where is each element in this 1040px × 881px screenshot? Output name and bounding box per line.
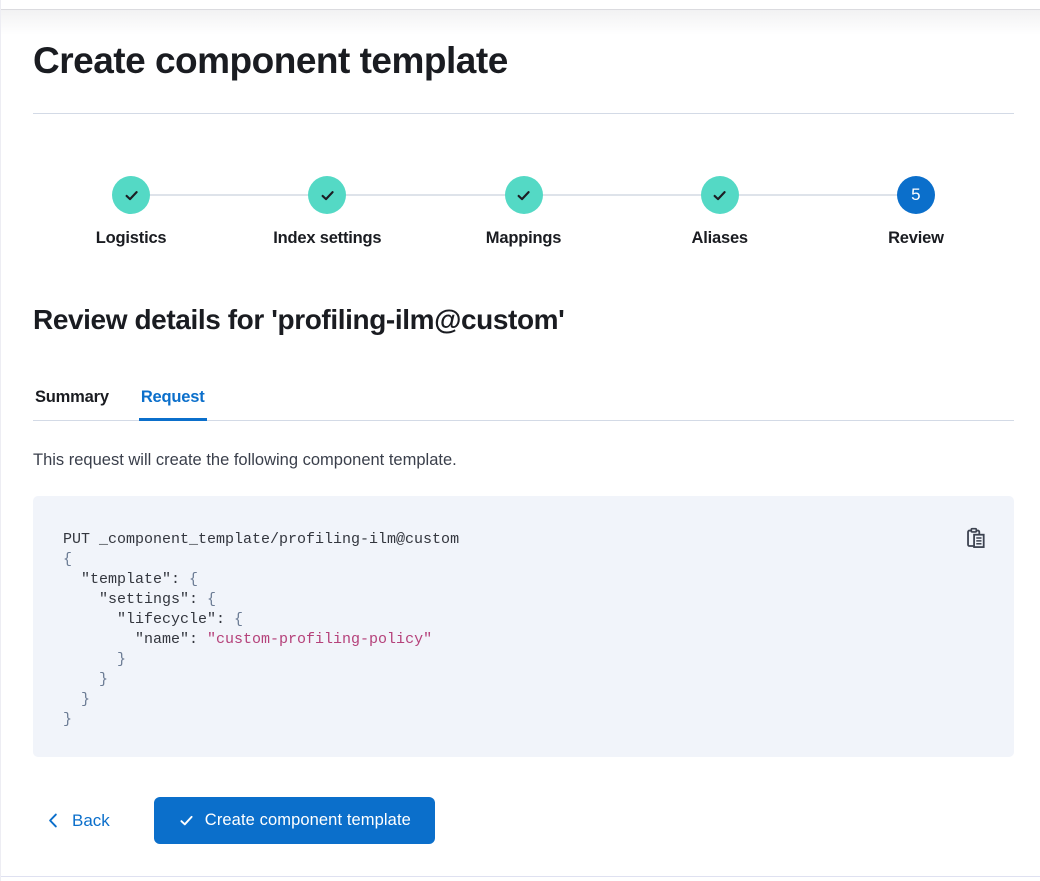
request-code: PUT _component_template/profiling-ilm@cu… <box>63 530 984 730</box>
chevron-left-icon <box>45 812 62 829</box>
panel-top-border <box>1 9 1040 10</box>
check-icon <box>178 812 195 829</box>
panel-top-shadow <box>1 10 1040 35</box>
step-index-settings[interactable]: Index settings <box>229 176 425 248</box>
step-label: Logistics <box>95 229 167 247</box>
step-complete-check-icon <box>504 176 543 214</box>
step-label: Aliases <box>691 229 749 247</box>
copy-clipboard-icon[interactable] <box>962 524 990 552</box>
code-line: { <box>63 551 73 568</box>
step-current-number: 5 <box>896 176 935 214</box>
panel-top-spacer <box>1 0 1040 9</box>
code-line: PUT _component_template/profiling-ilm@cu… <box>63 531 460 548</box>
tab-summary[interactable]: Summary <box>33 382 111 420</box>
step-label: Index settings <box>273 229 382 247</box>
tab-request[interactable]: Request <box>138 382 207 421</box>
title-divider <box>33 113 1014 114</box>
code-line: "template": { <box>63 571 199 588</box>
code-line: } <box>63 671 109 688</box>
step-label: Mappings <box>485 229 562 247</box>
back-button[interactable]: Back <box>33 801 122 841</box>
request-description: This request will create the following c… <box>33 451 457 469</box>
code-line: } <box>63 651 127 668</box>
footer-actions: Back Create component template <box>33 797 1014 844</box>
step-complete-check-icon <box>112 176 151 214</box>
code-line: "lifecycle": { <box>63 611 244 628</box>
next-panel-top-border <box>1 876 1040 877</box>
step-logistics[interactable]: Logistics <box>33 176 229 248</box>
step-complete-check-icon <box>700 176 739 214</box>
create-component-template-button-label: Create component template <box>204 811 411 829</box>
create-component-template-page: Create component template Logistics Index… <box>1 39 1040 844</box>
code-line: } <box>63 691 91 708</box>
page-title: Create component template <box>33 40 508 81</box>
code-line: } <box>63 711 73 728</box>
code-line: "name": "custom-profiling-policy" <box>63 631 433 648</box>
create-component-template-button[interactable]: Create component template <box>153 797 435 844</box>
step-complete-check-icon <box>308 176 347 214</box>
code-line: "settings": { <box>63 591 217 608</box>
step-aliases[interactable]: Aliases <box>622 176 818 248</box>
back-button-label: Back <box>72 810 110 830</box>
step-label: Review <box>888 229 944 247</box>
review-heading: Review details for 'profiling-ilm@custom… <box>33 304 565 335</box>
step-mappings[interactable]: Mappings <box>425 176 621 248</box>
review-tabs: Summary Request <box>33 382 1014 421</box>
request-code-block: PUT _component_template/profiling-ilm@cu… <box>33 496 1014 757</box>
